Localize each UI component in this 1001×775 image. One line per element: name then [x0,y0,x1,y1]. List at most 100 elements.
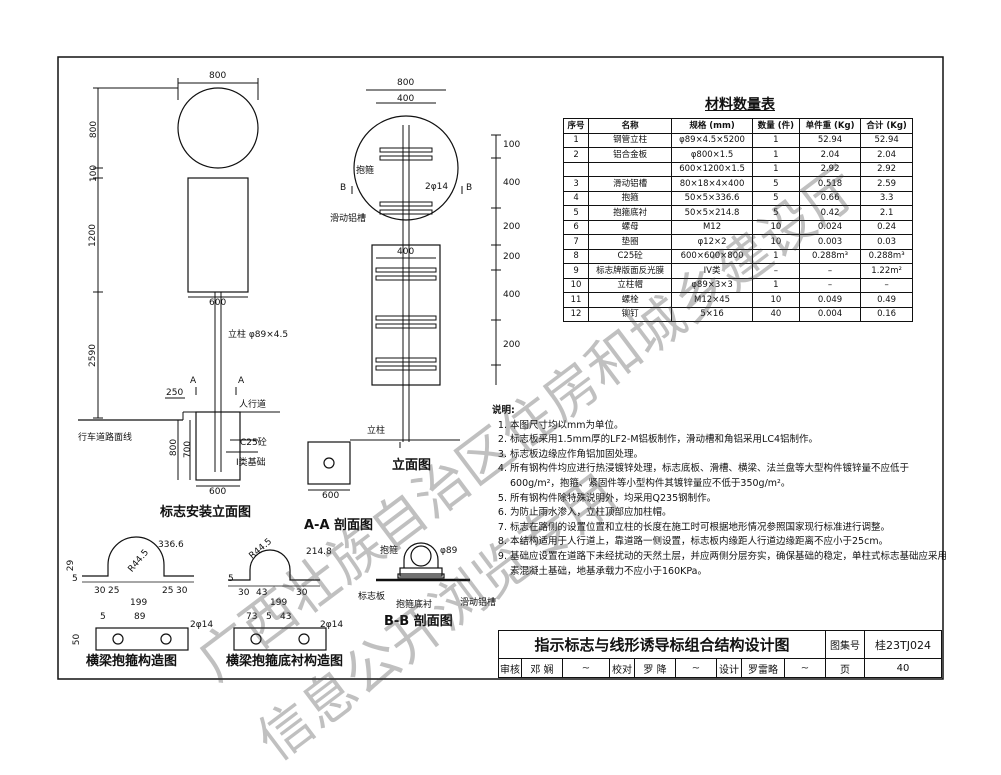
hoop-dim-50: 50 [72,633,83,646]
hoop-dim-5b: 5 [100,612,106,622]
col-header-qty: 数量 (件) [751,118,800,134]
liner-detail-drawing [228,549,327,651]
front-section-mark-right: A [238,376,245,386]
notes-section: 说明: 本图尺寸均以mm为单位。标志板采用1.5mm厚的LF2-M铝板制作，滑动… [492,404,947,579]
table-cell: 2.1 [860,205,913,221]
front-post-label: 立柱 φ89×4.5 [228,330,289,340]
table-cell: IV类 [671,263,753,279]
sheet-border [57,56,944,680]
table-cell: 铝合金板 [588,147,673,163]
check-label: 校对 [609,658,635,678]
table-cell: 10 [751,234,800,250]
section-bb-caption: B-B 剖面图 [384,614,453,629]
col-header-spec: 规格 (mm) [671,118,753,134]
front-dim-700: 700 [183,440,194,459]
check-name: 罗 降 [634,658,676,678]
hoop-dim-5a: 5 [72,574,78,584]
table-cell: 52.94 [860,132,913,148]
liner-dim-30b: 30 [296,588,308,598]
table-cell: 9 [562,263,590,279]
table-cell: 2.04 [798,147,862,163]
elev-bar-label: 2φ14 [425,182,449,192]
front-dim-250: 250 [166,388,184,398]
table-cell: 1 [751,132,800,148]
section-bb-hoop-label: 抱箍 [380,546,399,556]
section-bb-drawing [376,542,470,582]
table-cell: φ89×4.5×5200 [671,132,753,148]
table-cell [588,161,673,177]
table-cell: 80×18×4×400 [671,176,753,192]
col-header-unit-weight: 单件重 (Kg) [798,118,862,134]
review-name: 邓 娴 [521,658,563,678]
table-cell: 2 [562,147,590,163]
front-dim-base: 600 [209,487,227,497]
hoop-dim-199: 199 [130,598,148,608]
table-cell: 1 [751,248,800,264]
table-cell: 2.92 [860,161,913,177]
table-cell: 0.49 [860,292,913,308]
front-dim-800: 800 [169,438,180,457]
drawing-sheet: 800 800 100 1200 2590 600 立柱 φ89×4.5 A A… [0,0,1001,737]
note-item: 标志板采用1.5mm厚的LF2-M铝板制作，滑动槽和角铝采用LC4铝制作。 [510,433,947,448]
material-table-header-row: 序号 名称 规格 (mm) 数量 (件) 单件重 (Kg) 合计 (Kg) [562,118,913,134]
elev-slot-label: 滑动铝槽 [330,214,367,224]
table-cell: – [751,263,800,279]
note-item: 标志板边缘应作角铝加固处理。 [510,448,947,463]
front-dim-mid: 600 [209,298,227,308]
atlas-number: 桂23TJ024 [864,630,942,659]
table-cell: φ12×2 [671,234,753,250]
front-dim-left-2: 100 [89,164,100,183]
design-name: 罗雷略 [741,658,785,678]
note-item: 本图尺寸均以mm为单位。 [510,419,947,434]
table-cell: 5×16 [671,306,753,322]
atlas-label: 图集号 [825,630,865,659]
table-cell: 8 [562,248,590,264]
review-signature: ~ [562,658,610,678]
table-cell: 5 [751,205,800,221]
table-cell: 0.03 [860,234,913,250]
hoop-dim-length: 336.6 [158,540,184,550]
section-bb-pipe-label: φ89 [440,546,458,556]
note-item: 所有钢构件除特殊说明外，均采用Q235钢制作。 [510,492,947,507]
table-cell: M12×45 [671,292,753,308]
elev-dim-right-1: 100 [503,140,521,150]
liner-detail-caption: 横梁抱箍底衬构造图 [226,654,344,669]
table-cell: 600×1200×1.5 [671,161,753,177]
drawing-title: 指示标志与线形诱导标组合结构设计图 [498,630,826,659]
table-cell: 0.024 [798,219,862,235]
page-label: 页 [825,658,865,678]
hoop-dim-29: 29 [66,559,77,572]
table-cell: 0.288m³ [798,248,862,264]
table-cell: 7 [562,234,590,250]
note-item: 为防止雨水渗入，立柱顶部应加柱帽。 [510,506,947,521]
notes-list: 本图尺寸均以mm为单位。标志板采用1.5mm厚的LF2-M铝板制作，滑动槽和角铝… [492,419,947,580]
hoop-detail-caption: 横梁抱箍构造图 [86,654,178,669]
table-cell: 0.24 [860,219,913,235]
table-cell: C25砼 [588,248,673,264]
table-cell: 螺栓 [588,292,673,308]
liner-dim-30a: 30 [238,588,250,598]
liner-dim-bolts: 2φ14 [320,620,344,630]
hoop-dim-89: 89 [134,612,146,622]
table-cell: φ800×1.5 [671,147,753,163]
front-sidewalk-label: 人行道 [239,400,267,410]
front-dim-left-1: 800 [89,120,100,139]
note-item: 基础应设置在道路下未经扰动的天然土层，并应两侧分层夯实，确保基础的稳定，单柱式标… [510,550,947,579]
table-cell: – [798,277,862,293]
liner-dim-199: 199 [270,598,288,608]
hoop-dim-30b: 30 [176,586,188,596]
section-aa-caption: A-A 剖面图 [304,518,374,533]
table-cell: – [798,263,862,279]
design-label: 设计 [716,658,742,678]
elev-dim-right-3: 200 [503,222,521,232]
table-cell: 0.049 [798,292,862,308]
elev-dim-right-6: 200 [503,340,521,350]
